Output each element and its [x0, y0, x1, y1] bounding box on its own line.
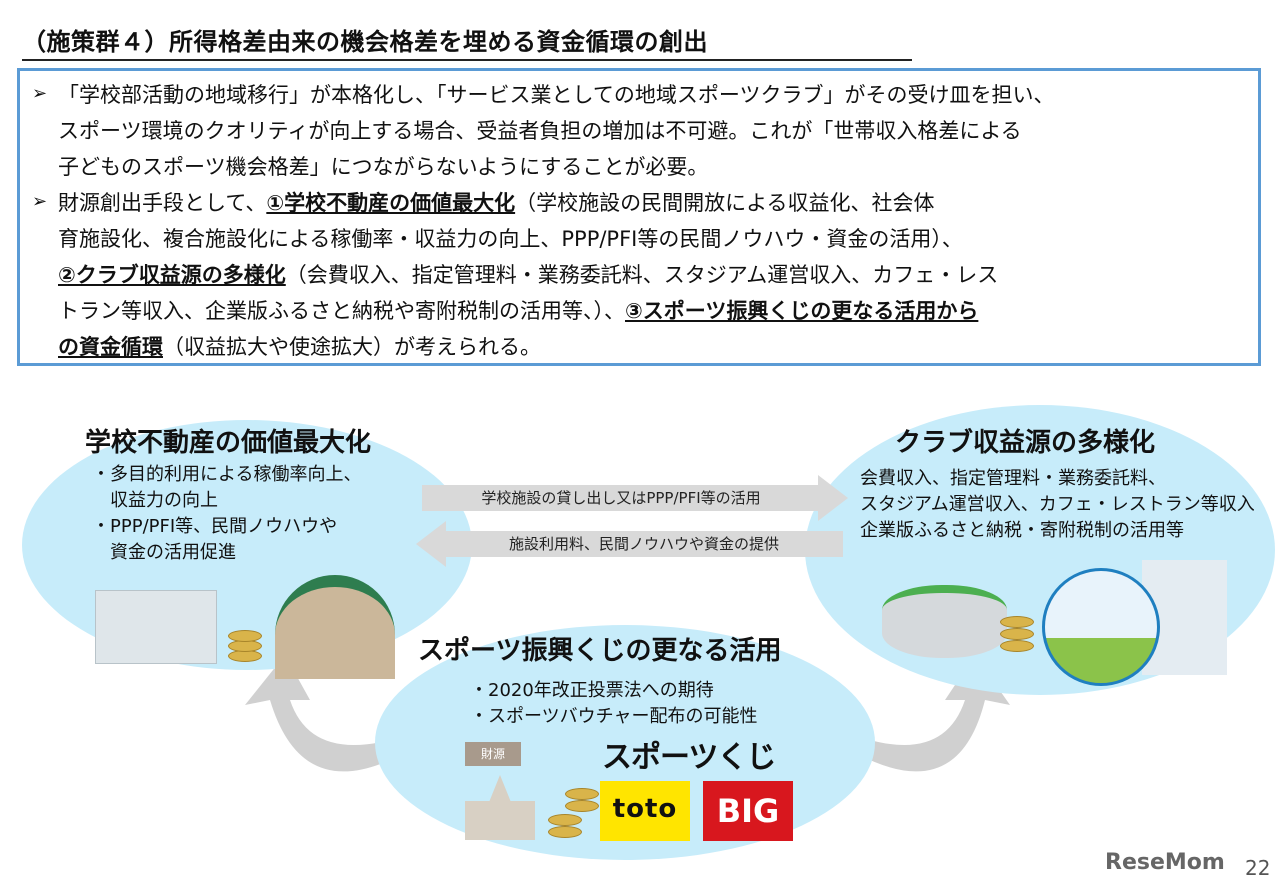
bullet-text: の資金循環（収益拡大や使途拡大）が考えられる。: [58, 329, 541, 365]
players-illustration: [1042, 568, 1160, 686]
text: （収益拡大や使途拡大）が考えられる。: [163, 335, 541, 359]
list-item: スタジアム運営収入、カフェ・レストラン等収入: [860, 494, 1255, 515]
funding-badge: 財源: [465, 742, 521, 766]
summary-box: ➢ 「学校部活動の地域移行」が本格化し、「サービス業としての地域スポーツクラブ」…: [17, 68, 1261, 366]
coins-icon: [548, 814, 582, 826]
emphasis: ③スポーツ振興くじの更なる活用から: [625, 299, 979, 323]
right-heading: クラブ収益源の多様化: [895, 428, 1156, 458]
list-item: ・PPP/PFI等、民間ノウハウや: [92, 516, 338, 537]
school-building-icon: [95, 590, 217, 664]
arrow-label: 学校施設の貸し出し又はPPP/PFI等の活用: [481, 489, 761, 507]
bottom-heading: スポーツ振興くじの更なる活用: [418, 636, 782, 666]
page-number: 22: [1245, 856, 1271, 880]
watermark: ReseMom: [1105, 850, 1225, 875]
emphasis: ②クラブ収益源の多様化: [58, 263, 286, 287]
bottom-list: ・2020年改正投票法への期待 ・スポーツバウチャー配布の可能性: [470, 678, 757, 730]
arrow-to-left: 施設利用料、民間ノウハウや資金の提供: [445, 531, 843, 557]
bullet-arrow-icon: ➢: [32, 191, 48, 212]
bullet-text: 「学校部活動の地域移行」が本格化し、「サービス業としての地域スポーツクラブ」がそ…: [58, 83, 1055, 107]
list-item: 会費収入、指定管理料・業務委託料、: [860, 468, 1166, 489]
coins-icon: [1000, 640, 1034, 652]
bullet-text: 子どものスポーツ機会格差」につながらないようにすることが必要。: [58, 155, 709, 179]
left-heading: 学校不動産の価値最大化: [85, 428, 372, 458]
stadium-icon: [882, 585, 1007, 658]
big-logo: BIG: [703, 781, 793, 841]
curved-arrow-icon: [245, 655, 390, 772]
text: （会費収入、指定管理料・業務委託料、スタジアム運営収入、カフェ・レス: [285, 263, 999, 287]
list-item: 資金の活用促進: [92, 542, 236, 563]
coins-icon: [1000, 628, 1034, 640]
coins-icon: [228, 630, 262, 642]
bullet-text: 財源創出手段として、①学校不動産の価値最大化（学校施設の民間開放による収益化、社…: [58, 185, 934, 221]
left-list: ・多目的利用による稼働率向上、 収益力の向上 ・PPP/PFI等、民間ノウハウや…: [92, 462, 361, 566]
toto-logo: toto: [600, 781, 690, 841]
list-item: ・2020年改正投票法への期待: [470, 680, 714, 701]
list-item: ・多目的利用による稼働率向上、: [92, 464, 362, 485]
emphasis: ①学校不動産の価値最大化: [266, 191, 516, 215]
page-title: （施策群４）所得格差由来の機会格差を埋める資金循環の創出: [22, 22, 912, 61]
bullet-text: スポーツ環境のクオリティが向上する場合、受益者負担の増加は不可避。これが「世帯収…: [58, 119, 1022, 143]
arrow-head-right-icon: [818, 475, 848, 521]
coins-icon: [548, 826, 582, 838]
sports-kuji-logo: スポーツくじ: [602, 740, 776, 775]
bullet-text: ②クラブ収益源の多様化（会費収入、指定管理料・業務委託料、スタジアム運営収入、カ…: [58, 257, 998, 293]
text: （学校施設の民間開放による収益化、社会体: [515, 191, 935, 215]
coins-icon: [1000, 616, 1034, 628]
list-item: 企業版ふるさと納税・寄附税制の活用等: [860, 520, 1184, 541]
list-item: 収益力の向上: [92, 490, 218, 511]
text: トラン等収入、企業版ふるさと納税や寄附税制の活用等、）、: [58, 299, 625, 323]
text: 財源創出手段として、: [58, 191, 267, 215]
coins-icon: [565, 800, 599, 812]
bullet-text: トラン等収入、企業版ふるさと納税や寄附税制の活用等、）、③スポーツ振興くじの更な…: [58, 293, 978, 329]
arrow-label: 施設利用料、民間ノウハウや資金の提供: [508, 535, 779, 553]
emphasis: の資金循環: [58, 335, 163, 359]
arrow-head-left-icon: [416, 521, 446, 567]
bullet-text: 育施設化、複合施設化による稼働率・収益力の向上、PPP/PFI等の民間ノウハウ・…: [58, 227, 963, 251]
list-item: ・スポーツバウチャー配布の可能性: [470, 706, 758, 727]
right-list: 会費収入、指定管理料・業務委託料、 スタジアム運営収入、カフェ・レストラン等収入…: [860, 466, 1255, 544]
coins-icon: [565, 788, 599, 800]
bullet-arrow-icon: ➢: [32, 83, 48, 104]
arrow-to-right: 学校施設の貸し出し又はPPP/PFI等の活用: [422, 485, 820, 511]
